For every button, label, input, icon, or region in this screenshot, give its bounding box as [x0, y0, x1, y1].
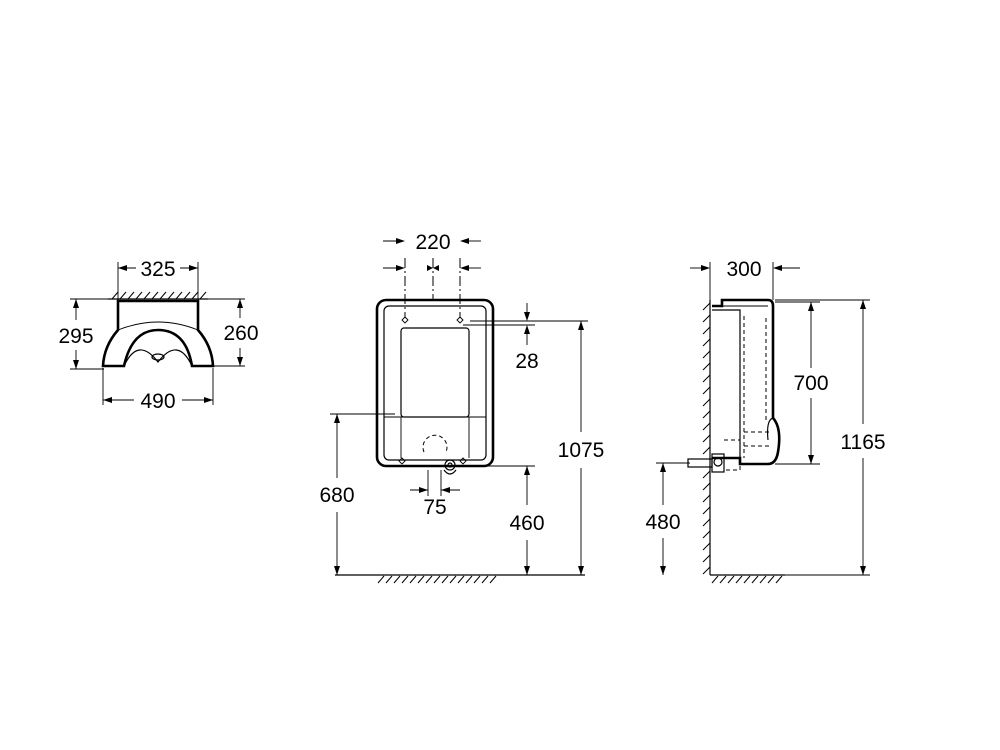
side-view: 300 700 1165 480	[645, 258, 886, 584]
dim-label-top-offset: 28	[515, 350, 538, 373]
dim-label-left-height: 295	[58, 325, 93, 348]
dim-480: 480	[645, 462, 690, 575]
dim-label-outlet-height: 460	[509, 512, 544, 535]
dim-label-supply-height: 480	[645, 511, 680, 534]
top-view-wall-hatch	[108, 291, 208, 300]
dim-75: 75	[410, 470, 460, 519]
dim-295: 295	[58, 298, 118, 370]
dim-label-depth: 300	[726, 258, 761, 281]
dim-490: 490	[102, 368, 214, 413]
dim-220: 220	[383, 231, 481, 318]
side-view-body	[687, 298, 781, 473]
front-view-body	[375, 298, 495, 475]
top-view: 325 295 260	[58, 258, 258, 413]
dim-label-fixing-spacing: 220	[415, 231, 450, 254]
front-view: 220 28 1075 680	[319, 231, 605, 584]
fixing-points	[398, 316, 467, 465]
dim-325: 325	[117, 258, 199, 300]
dim-label-outlet-width: 75	[423, 496, 446, 519]
dim-label-body-height: 700	[793, 372, 828, 395]
top-view-body	[101, 299, 215, 368]
dim-label-right-height: 260	[223, 322, 258, 345]
supply-connection	[687, 439, 741, 473]
dim-1075: 1075	[558, 321, 605, 575]
dim-label-top-width: 325	[140, 258, 175, 281]
front-view-floor-hatch	[335, 574, 585, 584]
dim-700: 700	[775, 301, 829, 465]
dim-1165: 1165	[775, 299, 886, 576]
dim-680: 680	[319, 413, 395, 575]
dim-label-bottom-width: 490	[140, 390, 175, 413]
dim-label-side-height: 680	[319, 484, 354, 507]
dim-label-total-height: 1075	[558, 439, 605, 462]
dim-28: 28	[463, 303, 588, 373]
dim-300: 300	[690, 258, 800, 300]
dim-260: 260	[198, 298, 259, 367]
side-view-wall-hatch	[702, 300, 785, 584]
dim-460: 460	[456, 465, 545, 575]
dim-label-overall-height: 1165	[840, 431, 885, 454]
